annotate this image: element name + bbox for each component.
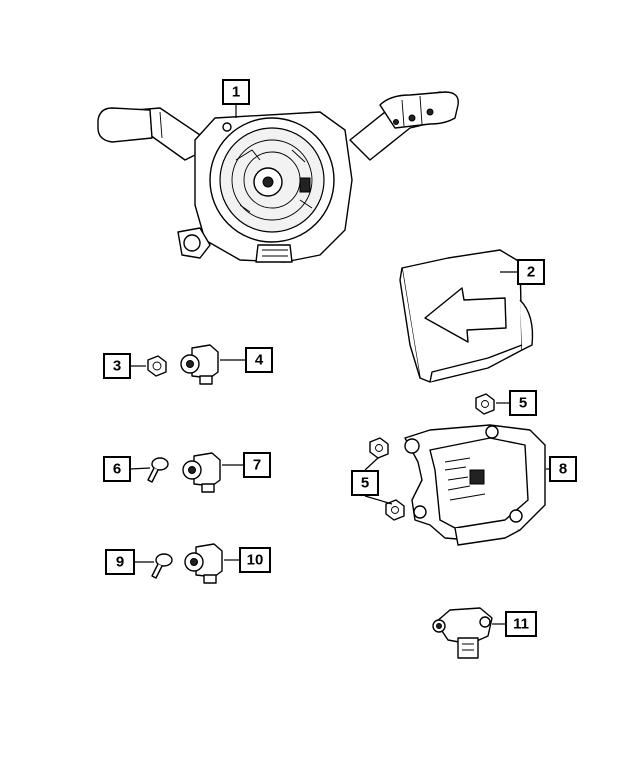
callout-6-label: 6: [113, 461, 121, 478]
callout-7: 7: [243, 452, 271, 478]
nut-5-left[interactable]: [369, 437, 389, 459]
callout-2: 2: [517, 259, 545, 285]
callout-11: 11: [505, 611, 537, 637]
callout-3-label: 3: [113, 358, 121, 375]
callout-4: 4: [245, 347, 273, 373]
callout-3: 3: [103, 353, 131, 379]
callout-4-label: 4: [255, 352, 264, 369]
callout-5-upper: 5: [509, 390, 537, 416]
nut-5-lower[interactable]: [385, 499, 405, 521]
callout-9: 9: [105, 549, 135, 575]
impact-sensor-4[interactable]: [180, 344, 219, 385]
callout-10: 10: [239, 547, 271, 573]
module-cover[interactable]: [399, 249, 534, 383]
callout-5-lower: 5: [351, 470, 379, 496]
sensor-11[interactable]: [432, 607, 493, 659]
nut[interactable]: [147, 355, 167, 377]
control-module[interactable]: [404, 424, 546, 546]
bolt-6[interactable]: [147, 457, 169, 483]
callout-1: 1: [222, 79, 250, 105]
callout-6: 6: [103, 456, 131, 482]
impact-sensor-10[interactable]: [184, 543, 223, 584]
callout-1-label: 1: [232, 84, 240, 101]
callout-9-label: 9: [116, 554, 124, 571]
callout-8: 8: [549, 456, 577, 482]
callout-11-label: 11: [513, 616, 529, 633]
bolt-9[interactable]: [151, 553, 173, 579]
callout-5-upper-label: 5: [519, 395, 527, 412]
nut-5-upper[interactable]: [475, 393, 495, 415]
clockspring-switch-assembly[interactable]: [97, 91, 459, 263]
callout-7-label: 7: [253, 457, 261, 474]
callout-10-label: 10: [247, 552, 264, 569]
callout-2-label: 2: [527, 264, 535, 281]
callout-8-label: 8: [559, 461, 567, 478]
impact-sensor-7[interactable]: [182, 452, 221, 493]
callout-5-lower-label: 5: [361, 475, 369, 492]
